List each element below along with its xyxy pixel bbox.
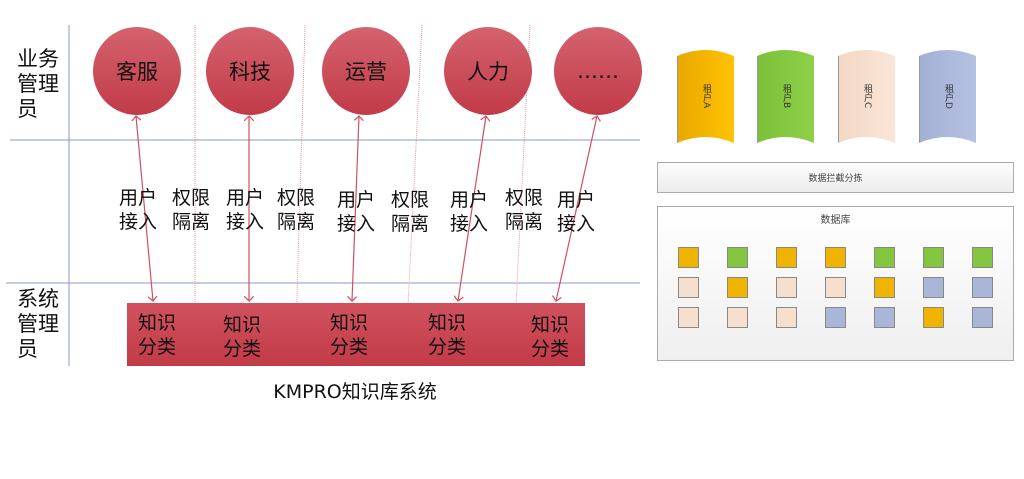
data-block-tenant-d — [874, 307, 895, 328]
isolation-label: 权限隔离 — [277, 187, 316, 233]
tenant-a: 租户A — [677, 48, 736, 145]
data-block-tenant-d — [972, 307, 993, 328]
data-block-tenant-c — [727, 307, 748, 328]
data-block-tenant-d — [825, 307, 846, 328]
data-block-tenant-a — [923, 307, 944, 328]
isolation-label: 权限隔离 — [391, 189, 430, 235]
isolation-label: 权限隔离 — [172, 187, 211, 233]
category-label: 知识分类 — [531, 314, 570, 360]
tenant-c: 租户C — [838, 48, 897, 145]
access-label: 用户接入 — [119, 187, 158, 233]
arrow-renli — [458, 116, 486, 301]
data-block-tenant-c — [678, 277, 699, 298]
data-filter-band: 数据拦截分拣 — [657, 162, 1014, 193]
data-block-tenant-d — [923, 277, 944, 298]
access-label: 用户接入 — [226, 187, 265, 233]
data-block-tenant-a — [727, 277, 748, 298]
department-circle: 科技 — [206, 27, 294, 115]
isolation-label: 权限隔离 — [505, 187, 544, 233]
access-label: 用户接入 — [337, 189, 376, 235]
data-block-tenant-c — [776, 307, 797, 328]
system-title: KMPRO知识库系统 — [273, 381, 437, 403]
data-block-tenant-c — [825, 277, 846, 298]
database-box: 数据库 — [657, 206, 1014, 361]
data-block-tenant-c — [776, 277, 797, 298]
knowledge-base-bar — [127, 303, 585, 366]
category-label: 知识分类 — [138, 312, 177, 358]
business-admin-label: 业务管理员 — [17, 47, 59, 121]
data-block-tenant-a — [678, 247, 699, 268]
access-label: 用户接入 — [450, 189, 489, 235]
data-block-tenant-d — [972, 277, 993, 298]
department-circle: 人力 — [444, 27, 532, 115]
department-circle: 运营 — [322, 27, 410, 115]
category-label: 知识分类 — [223, 314, 262, 360]
data-block-tenant-b — [972, 247, 993, 268]
arrow-yunying — [352, 116, 359, 301]
data-block-tenant-c — [678, 307, 699, 328]
access-label: 用户接入 — [557, 189, 596, 235]
data-block-tenant-b — [727, 247, 748, 268]
arrow-more — [556, 116, 597, 301]
department-circle: …… — [554, 27, 642, 115]
data-block-tenant-a — [874, 277, 895, 298]
system-admin-label: 系统管理员 — [17, 287, 59, 361]
data-block-tenant-b — [874, 247, 895, 268]
arrow-kefu — [136, 116, 153, 301]
tenant-b: 租户B — [757, 48, 816, 145]
category-label: 知识分类 — [330, 312, 369, 358]
database-title: 数据库 — [820, 215, 851, 226]
data-block-tenant-a — [776, 247, 797, 268]
tenant-d: 租户D — [919, 48, 978, 145]
category-label: 知识分类 — [428, 312, 467, 358]
data-block-tenant-a — [825, 247, 846, 268]
data-block-tenant-b — [923, 247, 944, 268]
department-circle: 客服 — [93, 27, 181, 115]
